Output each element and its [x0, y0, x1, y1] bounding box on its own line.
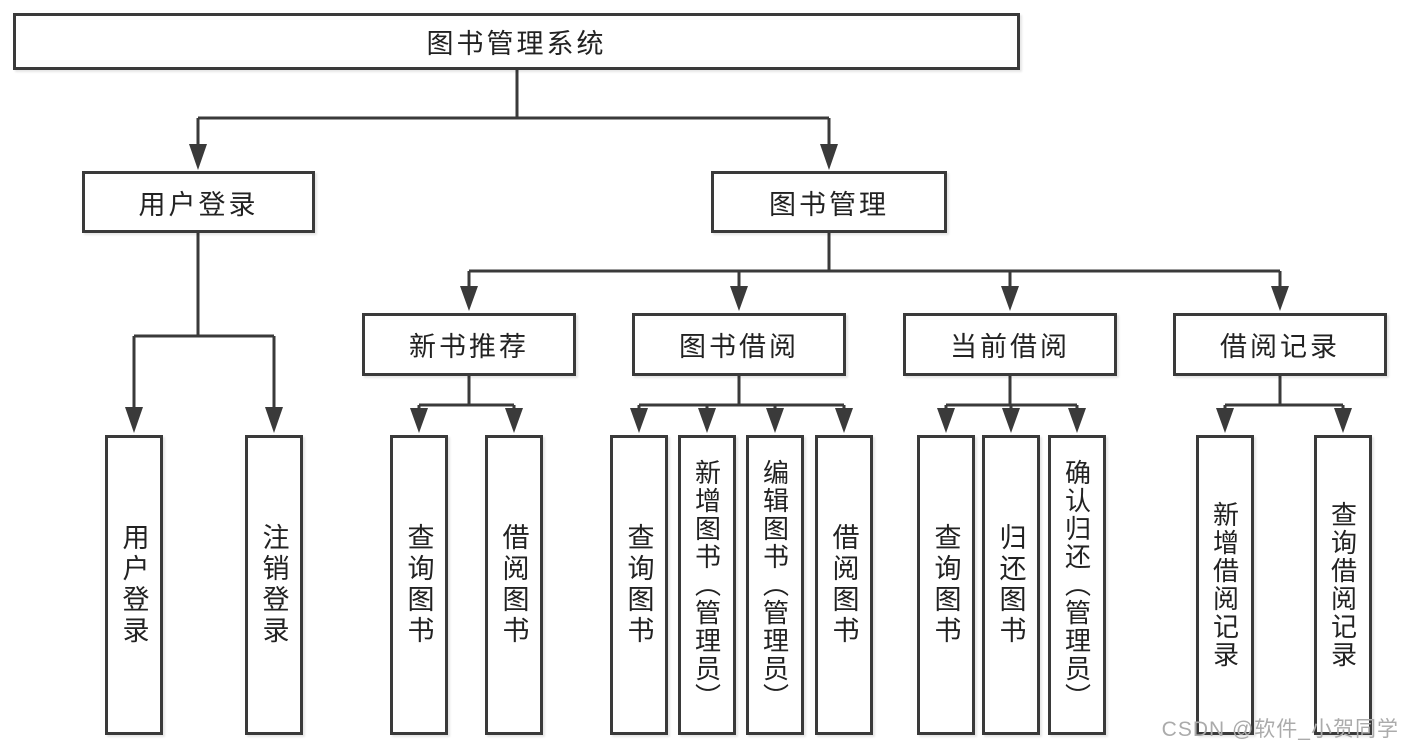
- leaf-query-borrow-record: 查询借阅记录: [1314, 435, 1372, 735]
- arrowheads: [125, 144, 1352, 433]
- leaf-query-books-current: 查询图书: [917, 435, 975, 735]
- leaf-add-book-admin: 新增图书（管理员）: [678, 435, 736, 735]
- node-book-borrowing: 图书借阅: [632, 313, 846, 376]
- leaf-confirm-return-admin: 确认归还（管理员）: [1048, 435, 1106, 735]
- node-user-login: 用户登录: [82, 171, 315, 233]
- leaf-borrow-books-recommend: 借阅图书: [485, 435, 543, 735]
- leaf-borrow-books-borrowing: 借阅图书: [815, 435, 873, 735]
- leaf-edit-book-admin: 编辑图书（管理员）: [746, 435, 804, 735]
- leaf-add-borrow-record: 新增借阅记录: [1196, 435, 1254, 735]
- node-root-book-management-system: 图书管理系统: [13, 13, 1020, 70]
- node-current-borrowing: 当前借阅: [903, 313, 1117, 376]
- leaf-logout: 注销登录: [245, 435, 303, 735]
- leaf-query-books-borrowing: 查询图书: [610, 435, 668, 735]
- node-book-management: 图书管理: [711, 171, 947, 233]
- leaf-query-books-recommend: 查询图书: [390, 435, 448, 735]
- leaf-user-login: 用户登录: [105, 435, 163, 735]
- leaf-return-books: 归还图书: [982, 435, 1040, 735]
- csdn-watermark: CSDN @软件_小贺同学: [1161, 718, 1399, 741]
- node-borrowing-records: 借阅记录: [1173, 313, 1387, 376]
- node-new-book-recommendation: 新书推荐: [362, 313, 576, 376]
